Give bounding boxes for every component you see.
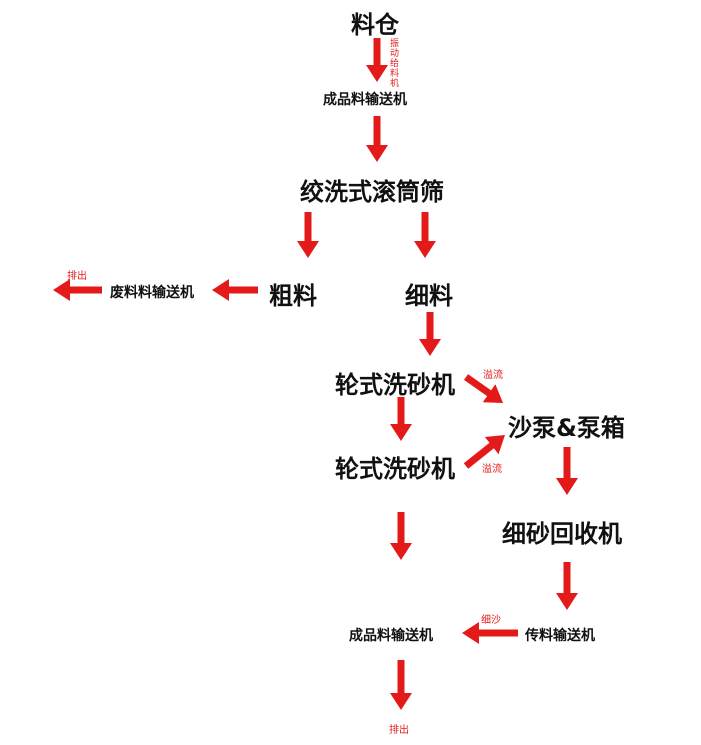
arrow-bin-to-conveyor [366,38,388,82]
node-fine-recovery: 细砂回收机 [502,520,622,548]
flow-arrows [53,38,578,710]
node-waste-conveyor: 废料料输送机 [110,285,194,301]
label-discharge-bottom: 排出 [389,725,409,736]
label-overflow-1: 溢流 [483,370,503,381]
node-transfer-conveyor: 传料输送机 [525,628,595,644]
arrow-fine-to-washer1 [419,312,441,356]
label-overflow-2: 溢流 [482,464,502,475]
arrow-coarse-to-waste [212,279,258,301]
arrow-product-discharge [390,660,412,710]
arrow-transfer-to-product [462,622,518,644]
node-trommel: 绞洗式滚筒筛 [300,178,444,206]
arrow-washer1-to-pump [464,374,503,403]
arrow-washer1-to-washer2 [390,397,412,441]
arrow-washer2-to-product [390,512,412,560]
label-discharge-left: 排出 [67,271,87,282]
node-fine: 细料 [405,282,453,310]
node-coarse: 粗料 [269,282,317,310]
label-fine-sand: 细沙 [481,615,501,626]
arrow-recovery-to-transfer [556,562,578,610]
node-washer-2: 轮式洗砂机 [335,455,455,483]
node-product-conveyor-bottom: 成品料输送机 [349,628,433,644]
node-bin: 料仓 [351,11,399,39]
node-product-conveyor-top: 成品料输送机 [323,92,407,108]
arrow-trommel-to-fine [414,212,436,258]
arrow-trommel-to-coarse [297,212,319,258]
arrow-pump-to-recovery [556,447,578,495]
node-pump: 沙泵&泵箱 [508,414,625,442]
label-vibrating-feeder: 振动给料机 [388,38,398,88]
arrow-waste-discharge [53,279,102,301]
arrow-conveyor-to-trommel [366,116,388,162]
node-washer-1: 轮式洗砂机 [335,371,455,399]
arrow-washer2-to-pump [463,435,505,469]
